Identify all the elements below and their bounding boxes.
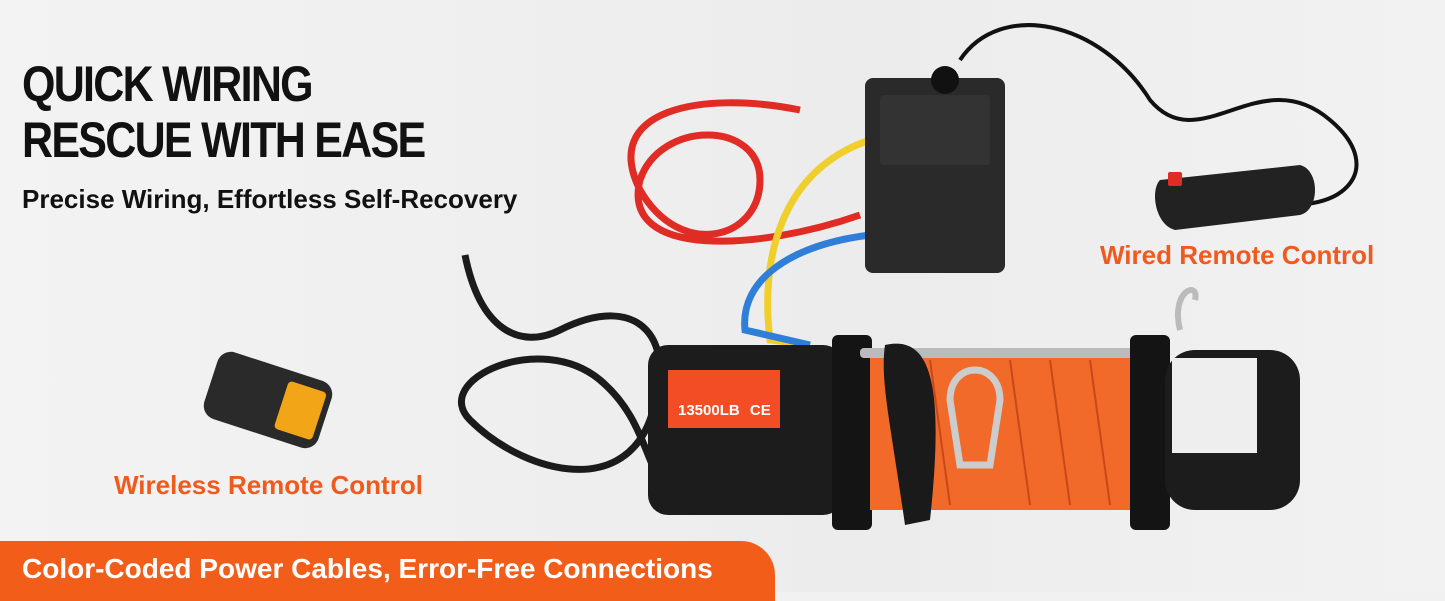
headline: QUICK WIRING RESCUE WITH EASE — [22, 56, 426, 168]
feature-banner: Color-Coded Power Cables, Error-Free Con… — [0, 541, 775, 601]
wired-remote — [1155, 165, 1315, 230]
warning-label — [1172, 358, 1257, 453]
rope-sleeve — [883, 343, 936, 525]
hook-shackle — [946, 366, 1004, 469]
rating-text: 13500LB CE — [678, 402, 771, 419]
headline-line-1: QUICK WIRING — [22, 56, 314, 112]
rating-label: 13500LB — [678, 402, 740, 419]
black-cable — [458, 254, 701, 509]
drum-frame-right — [1130, 335, 1170, 530]
clutch-handle — [1175, 287, 1199, 331]
ce-mark: CE — [749, 402, 771, 419]
remote-cord — [958, 23, 1359, 207]
drum-frame-left — [832, 335, 872, 530]
blue-cable — [741, 231, 871, 349]
red-cable — [627, 99, 862, 245]
yellow-cable — [764, 136, 872, 349]
wired-remote-label: Wired Remote Control — [1100, 240, 1375, 270]
rating-plate — [668, 370, 780, 428]
wireless-remote — [203, 351, 333, 449]
subheadline: Precise Wiring, Effortless Self-Recovery — [22, 184, 518, 214]
wireless-remote-label: Wireless Remote Control — [114, 470, 423, 500]
headline-line-2: RESCUE WITH EASE — [22, 112, 426, 168]
